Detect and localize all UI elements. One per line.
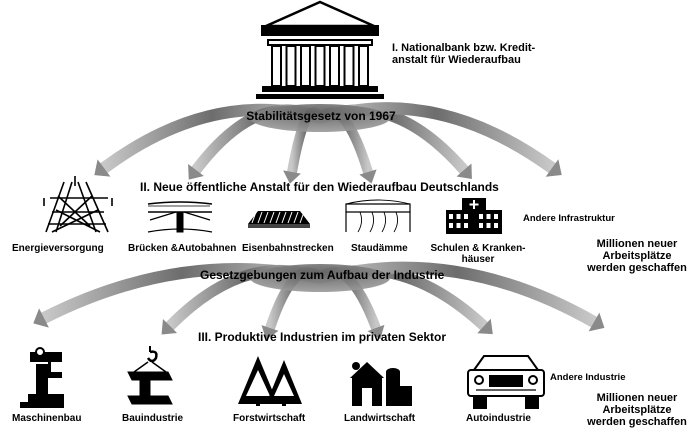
stability-law-label: Stabilitätsgesetz von 1967 bbox=[246, 109, 396, 123]
arrowhead bbox=[261, 325, 279, 340]
level2-title: II. Neue öffentliche Anstalt für den Wie… bbox=[140, 180, 499, 194]
industry-law-label: Gesetzgebungen zum Aufbau der Industrie bbox=[200, 268, 445, 282]
power-pylon-icon bbox=[43, 176, 113, 233]
industry-label-mechanical: Maschinenbau bbox=[12, 413, 82, 424]
infra-label-energy: Energieversorgung bbox=[12, 243, 104, 254]
dam-icon bbox=[345, 199, 411, 233]
railway-track-icon bbox=[248, 211, 310, 228]
car-icon bbox=[467, 355, 545, 409]
other-industry-label: Andere Industrie bbox=[550, 372, 626, 383]
arrowhead bbox=[545, 159, 562, 177]
farm-barn-silo-icon bbox=[350, 362, 412, 406]
infra-label-dams: Staudämme bbox=[351, 243, 408, 254]
arrowhead bbox=[477, 318, 493, 335]
arrowhead bbox=[588, 312, 605, 332]
arrowhead bbox=[161, 319, 178, 335]
jobs-label-industry: Millionen neuer Arbeitsplätze werden ges… bbox=[587, 392, 687, 428]
level3-title: III. Produktive Industrien im privaten S… bbox=[198, 330, 447, 344]
top-arrow-fan bbox=[94, 102, 562, 184]
arrowhead bbox=[367, 324, 385, 340]
arrowhead bbox=[456, 163, 472, 180]
industry-label-automotive: Autoindustrie bbox=[466, 413, 531, 424]
infra-label-railways: Eisenbahnstrecken bbox=[242, 243, 334, 254]
middle-arrow-fan bbox=[33, 261, 605, 340]
crane-steel-beam-icon bbox=[127, 346, 173, 405]
industry-label-agriculture: Landwirtschaft bbox=[344, 413, 416, 424]
arrowhead bbox=[359, 169, 377, 184]
infra-label-schools: Schulen & Kranken- häuser bbox=[430, 243, 526, 265]
arrowhead bbox=[283, 170, 301, 184]
bridge-highway-icon bbox=[147, 201, 213, 233]
arrow-hub bbox=[250, 104, 390, 132]
arrow-hub bbox=[250, 264, 390, 292]
industry-label-construction: Bauindustrie bbox=[122, 413, 184, 424]
jobs-label-infrastructure: Millionen neuer Arbeitsplätze werden ges… bbox=[587, 238, 687, 274]
pine-trees-icon bbox=[238, 356, 302, 406]
drill-press-icon bbox=[20, 347, 64, 408]
school-hospital-icon bbox=[446, 198, 502, 234]
infra-label-bridges: Brücken &Autobahnen bbox=[128, 243, 237, 254]
arrowhead bbox=[188, 164, 204, 180]
arrowhead bbox=[33, 308, 49, 328]
bank-title: I. Nationalbank bzw. Kredit- anstalt für… bbox=[392, 42, 536, 66]
arrowhead bbox=[94, 159, 111, 177]
other-infrastructure-label: Andere Infrastruktur bbox=[523, 213, 615, 224]
industry-label-forestry: Forstwirtschaft bbox=[233, 413, 306, 424]
